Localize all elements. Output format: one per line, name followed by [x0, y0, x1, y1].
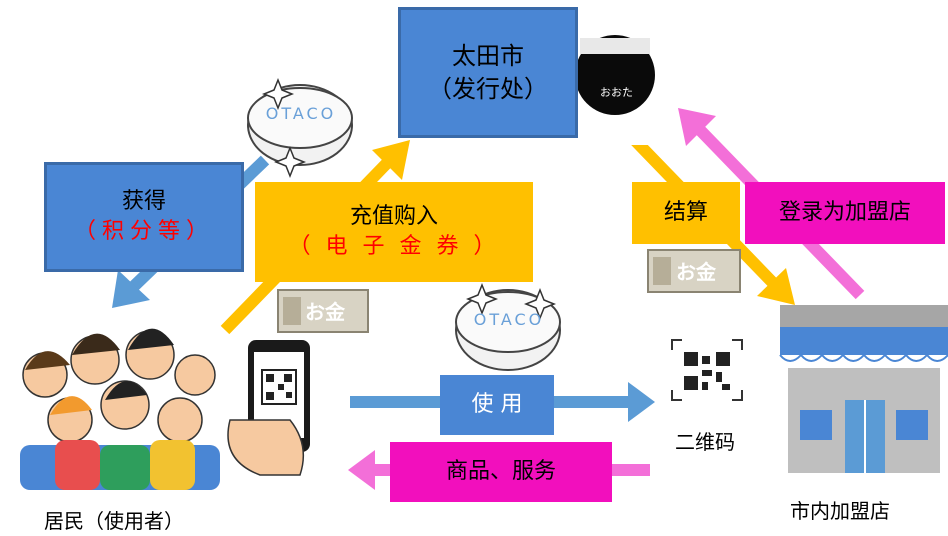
goods-box: 商品、服务	[390, 442, 612, 502]
money-note-right	[647, 249, 741, 293]
otaco-coin-middle	[455, 282, 561, 371]
use-label: 使 用	[471, 392, 523, 418]
issuer-box: 太田市 （发行处）	[398, 7, 578, 138]
store-illustration	[779, 305, 948, 473]
coin-label-top: OTACO	[265, 104, 337, 123]
charge-title: 充值购入	[349, 204, 438, 230]
residents-illustration	[20, 328, 220, 490]
register-box: 登录为加盟店	[745, 182, 945, 244]
charge-detail: （ 电 子 金 券 ）	[288, 234, 500, 259]
earn-box: 获得 （积分等）	[44, 162, 244, 272]
money-note-left	[277, 289, 369, 333]
coin-label-middle: OTACO	[473, 310, 545, 329]
smartphone-illustration	[227, 340, 310, 476]
use-box: 使 用	[440, 375, 554, 435]
money-label-right: お金	[676, 260, 716, 284]
card-label: おおた	[600, 86, 633, 99]
issuer-role: （发行处）	[428, 74, 548, 103]
settle-box: 结算	[632, 182, 740, 244]
card-icon	[575, 35, 655, 145]
charge-box: 充值购入 （ 电 子 金 券 ）	[255, 182, 533, 282]
issuer-name: 太田市	[452, 42, 524, 71]
settle-label: 结算	[663, 200, 708, 226]
qr-caption: 二维码	[675, 430, 735, 454]
qr-code-icon	[671, 339, 743, 401]
store-caption: 市内加盟店	[790, 499, 890, 523]
money-label-left: お金	[305, 300, 345, 324]
earn-title: 获得	[121, 189, 166, 215]
otaco-coin-top	[247, 77, 353, 179]
goods-label: 商品、服务	[445, 459, 556, 485]
residents-caption: 居民（使用者）	[44, 509, 184, 533]
earn-detail: （积分等）	[73, 219, 214, 244]
register-label: 登录为加盟店	[778, 200, 911, 226]
